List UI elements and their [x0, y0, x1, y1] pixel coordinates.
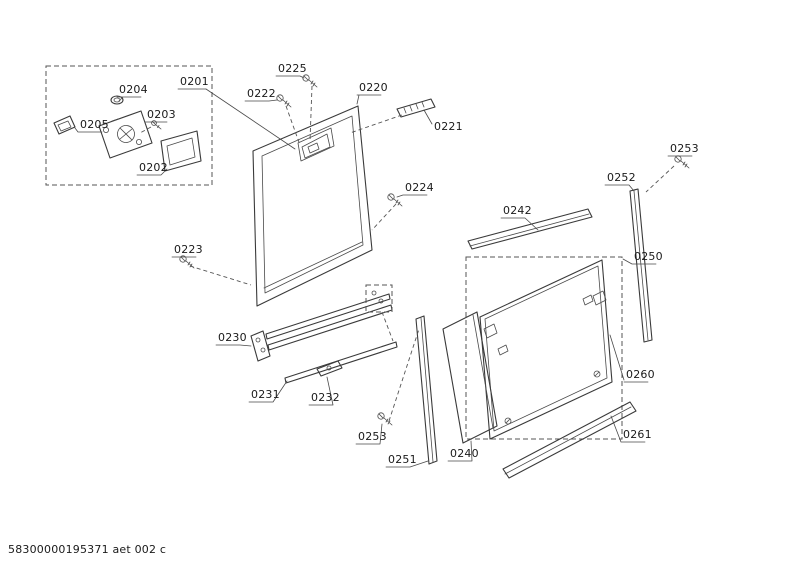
- part-label-0261: 0261: [623, 428, 652, 441]
- leader-lines: [75, 76, 692, 467]
- document-code: 58300000195371 aet 002 c: [8, 543, 167, 556]
- bracket-part-0232: [317, 361, 342, 376]
- side-strip-part-0251: [416, 316, 437, 464]
- screw-icon-0253-top: [675, 156, 689, 168]
- clip-part-0205: [54, 116, 75, 134]
- trim-bar-part-0242: [468, 209, 592, 249]
- part-label-0251: 0251: [388, 453, 417, 466]
- part-label-0224: 0224: [405, 181, 434, 194]
- part-label-0225: 0225: [278, 62, 307, 75]
- rail-assembly-0230: [251, 285, 392, 361]
- detail-inset-box: [46, 66, 212, 185]
- part-label-0220: 0220: [359, 81, 388, 94]
- part-label-0230: 0230: [218, 331, 247, 344]
- hinge-lever-part-0221: [397, 99, 435, 117]
- handle-recess: [298, 128, 334, 161]
- control-module-part: [99, 111, 152, 158]
- liner-panel-part-0240: [443, 312, 497, 443]
- screw-icon-0222: [277, 95, 291, 107]
- part-label-0205: 0205: [80, 118, 109, 131]
- inner-door-group-0250: [466, 257, 622, 439]
- part-label-0202: 0202: [139, 161, 168, 174]
- part-label-0242: 0242: [503, 204, 532, 217]
- part-label-0252: 0252: [607, 171, 636, 184]
- screw-icon-0224: [388, 194, 402, 206]
- part-label-0223: 0223: [174, 243, 203, 256]
- frame-part-0202: [161, 131, 201, 171]
- part-label-0250: 0250: [634, 250, 663, 263]
- door-outer-panel-0220: [253, 106, 372, 306]
- part-label-0204: 0204: [119, 83, 148, 96]
- part-label-0253-bottom: 0253: [358, 430, 387, 443]
- screw-icon-0253-bottom: [378, 413, 392, 425]
- cover-sheet-part-0261: [503, 402, 636, 478]
- inset-placement-line: [206, 89, 295, 149]
- part-label-0253-top: 0253: [670, 142, 699, 155]
- part-label-0203: 0203: [147, 108, 176, 121]
- screw-icon-0203: [152, 121, 161, 129]
- screw-icon-0225: [303, 75, 317, 87]
- side-strip-part-0252: [630, 189, 652, 342]
- part-label-0232: 0232: [311, 391, 340, 404]
- rail-part-0231: [285, 342, 397, 383]
- part-label-0221: 0221: [434, 120, 463, 133]
- part-label-0231: 0231: [251, 388, 280, 401]
- part-label-0260: 0260: [626, 368, 655, 381]
- part-label-0240: 0240: [450, 447, 479, 460]
- part-label-0222: 0222: [247, 87, 276, 100]
- part-label-0201: 0201: [180, 75, 209, 88]
